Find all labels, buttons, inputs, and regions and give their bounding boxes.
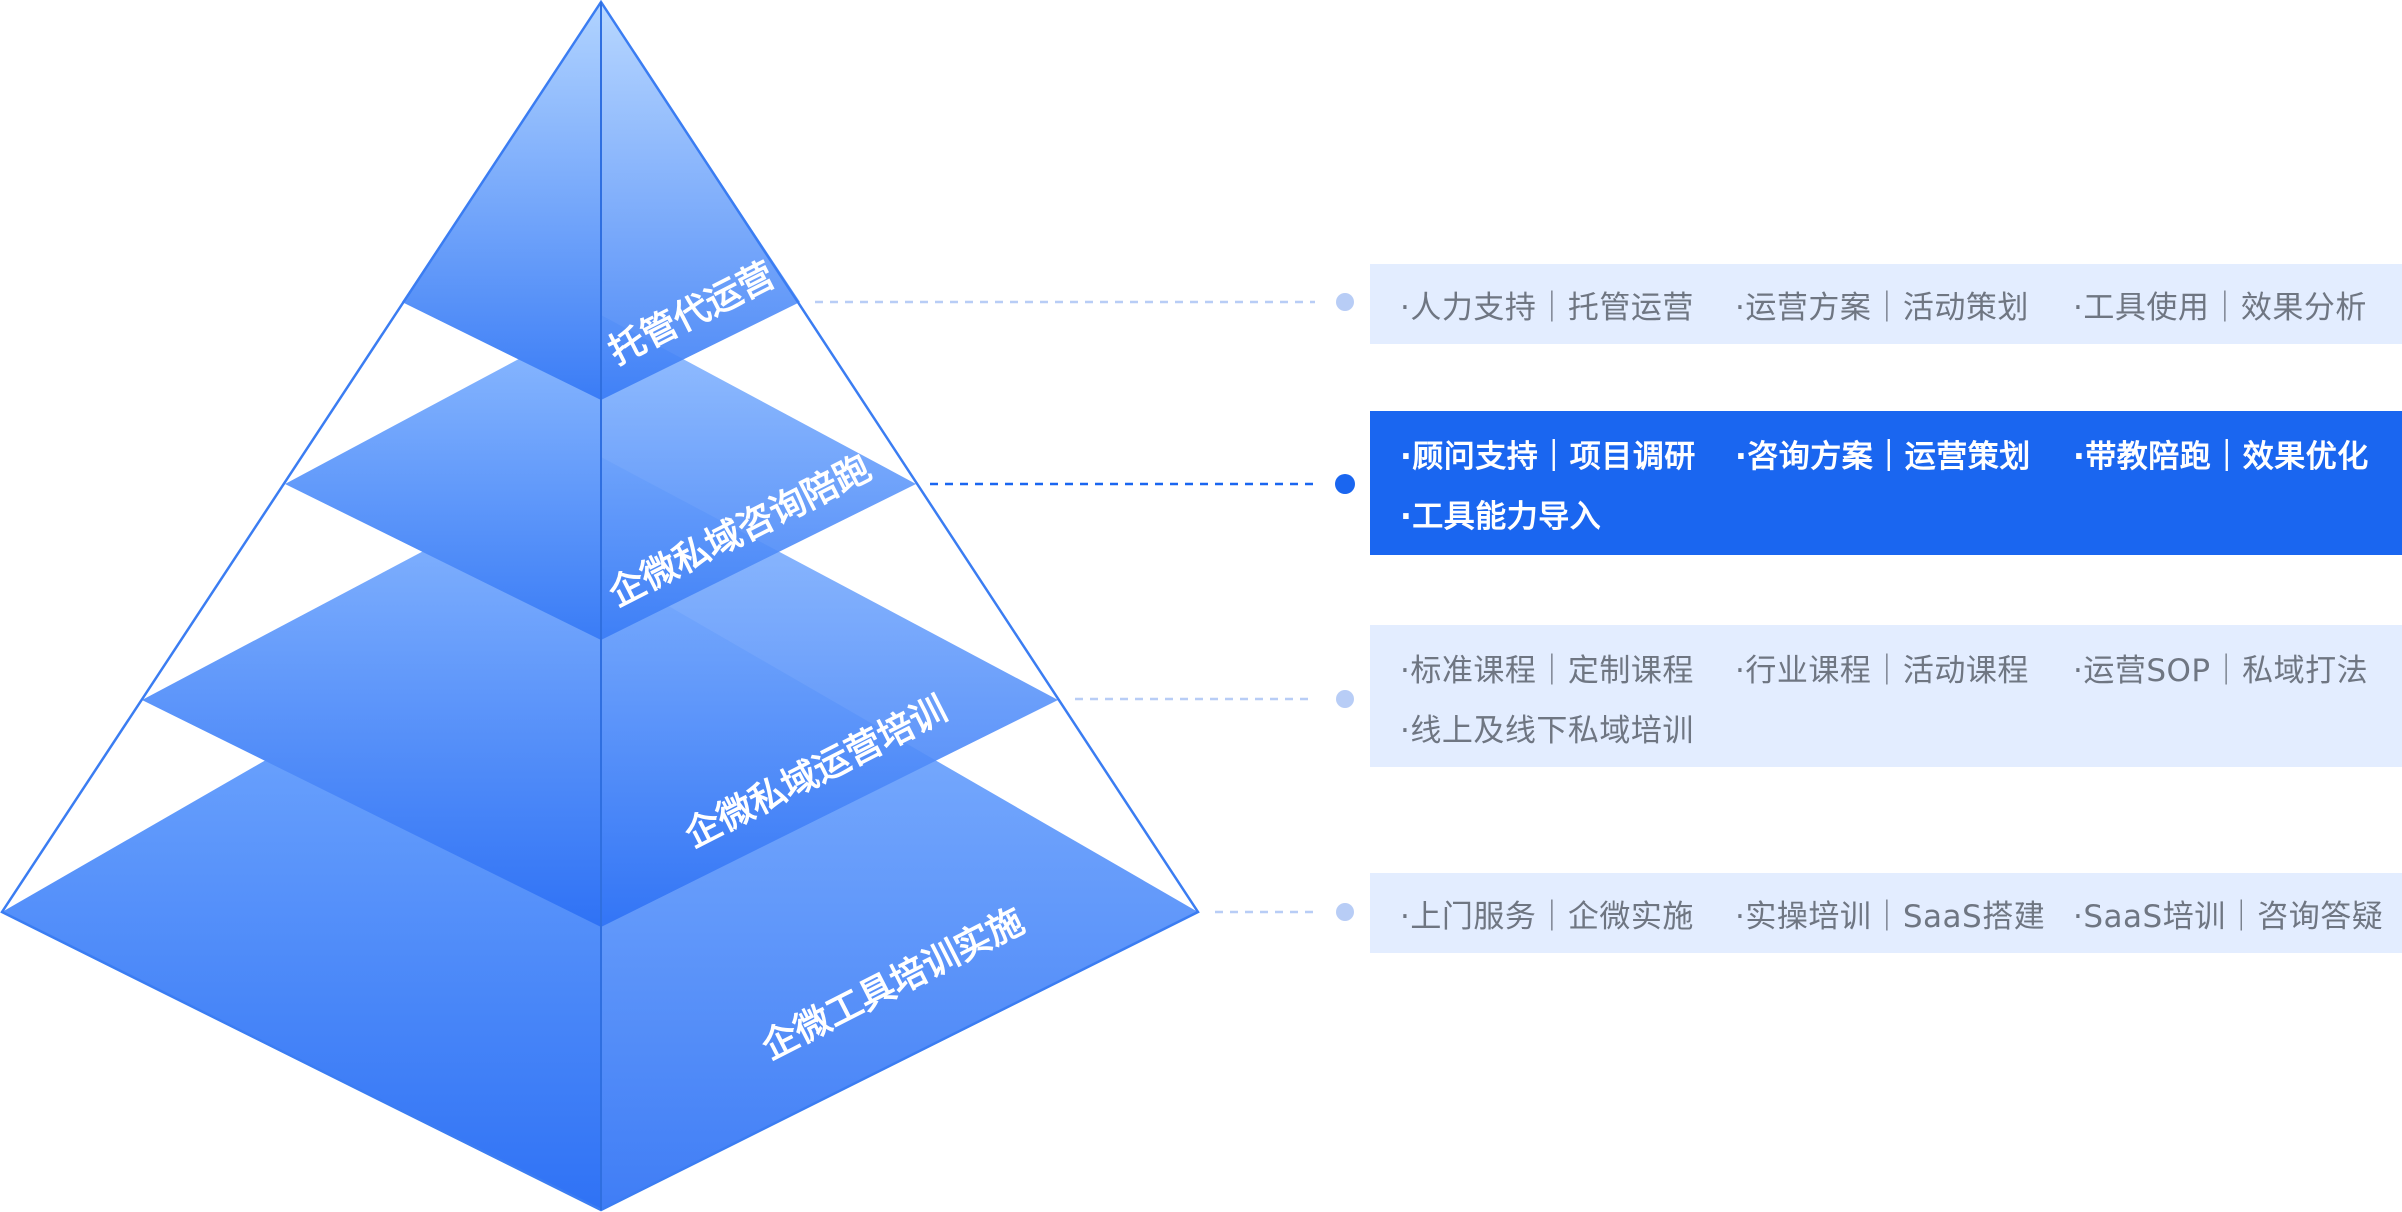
panel-item: ·运营方案｜活动策划 (1735, 289, 2029, 326)
layer-1-right-face (601, 2, 800, 400)
panel-item: ·人力支持｜托管运营 (1400, 289, 1694, 326)
connector-3-dot (1336, 690, 1354, 708)
panel-item: ·运营SOP｜私域打法 (2073, 652, 2369, 689)
panel-item: ·实操培训｜SaaS搭建 (1735, 898, 2046, 935)
layer-3-panel: ·标准课程｜定制课程 ·行业课程｜活动课程 ·运营SOP｜私域打法 ·线上及线下… (1370, 625, 2402, 767)
layer-4-panel: ·上门服务｜企微实施 ·实操培训｜SaaS搭建 ·SaaS培训｜咨询答疑 (1370, 873, 2402, 953)
panel-row: ·顾问支持｜项目调研 ·咨询方案｜运营策划 ·带教陪跑｜效果优化 (1400, 423, 2402, 483)
layer-2-panel: ·顾问支持｜项目调研 ·咨询方案｜运营策划 ·带教陪跑｜效果优化 ·工具能力导入 (1370, 411, 2402, 555)
layer-1-left-face (402, 2, 601, 400)
connector-3 (1075, 690, 1354, 708)
panel-item: ·上门服务｜企微实施 (1400, 898, 1694, 935)
connector-1 (815, 293, 1354, 311)
connector-4-dot (1336, 903, 1354, 921)
connector-2 (930, 474, 1355, 494)
layer-2-right-face (601, 315, 916, 640)
panel-item: ·工具能力导入 (1400, 498, 1602, 535)
connector-4 (1215, 903, 1354, 921)
panel-row: ·工具能力导入 (1400, 483, 2402, 543)
connector-1-dot (1336, 293, 1354, 311)
layer-2-left-face (285, 315, 601, 640)
panel-row: ·标准课程｜定制课程 ·行业课程｜活动课程 ·运营SOP｜私域打法 (1400, 637, 2402, 697)
layer-1-panel: ·人力支持｜托管运营 ·运营方案｜活动策划 ·工具使用｜效果分析 (1370, 264, 2402, 344)
panel-item: ·行业课程｜活动课程 (1735, 652, 2029, 689)
panel-item: ·咨询方案｜运营策划 (1735, 438, 2031, 475)
connector-2-dot (1335, 474, 1355, 494)
panel-row: ·人力支持｜托管运营 ·运营方案｜活动策划 ·工具使用｜效果分析 (1400, 274, 2402, 334)
panel-row: ·线上及线下私域培训 (1400, 697, 2402, 757)
panel-item: ·顾问支持｜项目调研 (1400, 438, 1696, 475)
panel-item: ·标准课程｜定制课程 (1400, 652, 1694, 689)
panel-item: ·带教陪跑｜效果优化 (2073, 438, 2369, 475)
panel-item: ·线上及线下私域培训 (1400, 712, 1694, 749)
panel-row: ·上门服务｜企微实施 ·实操培训｜SaaS搭建 ·SaaS培训｜咨询答疑 (1400, 883, 2402, 943)
panel-item: ·SaaS培训｜咨询答疑 (2073, 898, 2384, 935)
panel-item: ·工具使用｜效果分析 (2073, 289, 2367, 326)
